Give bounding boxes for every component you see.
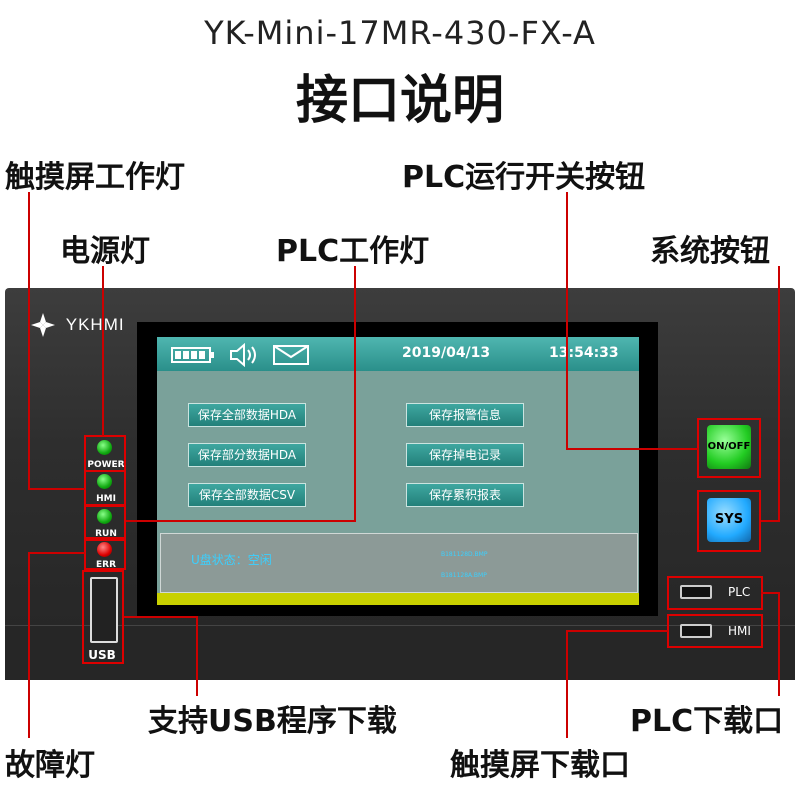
brand-logo: YKHMI bbox=[30, 312, 125, 338]
plc-port[interactable] bbox=[680, 585, 712, 599]
label-system-button: 系统按钮 bbox=[650, 234, 770, 269]
screen-bottom-bar bbox=[157, 593, 639, 605]
file-name-1: B181128D.BMP bbox=[441, 551, 488, 558]
label-fault-led: 故障灯 bbox=[5, 748, 95, 783]
page-title: 接口说明 bbox=[295, 71, 504, 131]
run-led-label: RUN bbox=[95, 529, 117, 539]
hmi-led-label: HMI bbox=[96, 494, 116, 504]
save-part-hda-button[interactable]: 保存部分数据HDA bbox=[188, 443, 306, 467]
callout-line bbox=[196, 616, 198, 696]
callout-line bbox=[102, 266, 104, 436]
file-name-2: B181128A.BMP bbox=[441, 572, 487, 579]
callout-line bbox=[28, 552, 30, 738]
sys-button[interactable]: SYS bbox=[707, 498, 751, 542]
run-led-box bbox=[84, 505, 126, 539]
err-led-box bbox=[84, 539, 126, 570]
save-all-csv-button[interactable]: 保存全部数据CSV bbox=[188, 483, 306, 507]
save-alarm-button[interactable]: 保存报警信息 bbox=[406, 403, 524, 427]
sys-box bbox=[697, 490, 761, 552]
label-power-led: 电源灯 bbox=[60, 234, 150, 269]
callout-line bbox=[124, 616, 198, 618]
label-touch-work-led: 触摸屏工作灯 bbox=[5, 160, 185, 195]
usb-label: USB bbox=[88, 648, 116, 662]
callout-line bbox=[761, 592, 780, 594]
callout-line bbox=[566, 448, 698, 450]
hmi-led-box bbox=[84, 470, 126, 506]
screen-date: 2019/04/13 bbox=[402, 345, 491, 361]
usb-box bbox=[82, 570, 124, 664]
hmi-port[interactable] bbox=[680, 624, 712, 638]
callout-line bbox=[761, 520, 780, 522]
touch-screen[interactable]: 2019/04/13 13:54:33 保存全部数据HDA 保存部分数据HDA … bbox=[157, 337, 639, 605]
callout-line bbox=[778, 266, 780, 522]
err-led bbox=[97, 542, 112, 557]
hmi-port-box bbox=[667, 614, 763, 648]
save-report-button[interactable]: 保存累积报表 bbox=[406, 483, 524, 507]
callout-line bbox=[126, 520, 356, 522]
label-touch-download-port: 触摸屏下载口 bbox=[450, 748, 630, 783]
label-plc-switch-button: PLC运行开关按钮 bbox=[402, 160, 646, 195]
save-all-hda-button[interactable]: 保存全部数据HDA bbox=[188, 403, 306, 427]
err-led-label: ERR bbox=[95, 560, 116, 570]
label-plc-download-port: PLC下载口 bbox=[630, 704, 784, 739]
callout-line bbox=[28, 488, 85, 490]
device-lower-panel bbox=[5, 625, 795, 680]
power-led-label: POWER bbox=[87, 460, 125, 470]
plc-port-box bbox=[667, 576, 763, 610]
brand-logo-icon bbox=[31, 313, 55, 337]
on-off-button[interactable]: ON/OFF bbox=[707, 425, 751, 469]
callout-line bbox=[28, 552, 85, 554]
screen-time: 13:54:33 bbox=[549, 345, 619, 361]
brand-name: YKHMI bbox=[65, 315, 125, 334]
battery-icon bbox=[171, 347, 214, 363]
status-panel bbox=[160, 533, 638, 593]
save-powerloss-button[interactable]: 保存掉电记录 bbox=[406, 443, 524, 467]
usb-port[interactable] bbox=[90, 577, 118, 643]
onoff-box bbox=[697, 418, 761, 478]
callout-line bbox=[354, 266, 356, 522]
usb-state-text: U盘状态：空闲 bbox=[191, 553, 272, 567]
model-title: YK-Mini-17MR-430-FX-A bbox=[204, 14, 596, 52]
plc-port-label: PLC bbox=[728, 585, 751, 599]
power-led-box bbox=[84, 435, 126, 472]
callout-line bbox=[778, 592, 780, 696]
hmi-led bbox=[97, 474, 112, 489]
callout-line bbox=[566, 630, 568, 738]
callout-line bbox=[28, 192, 30, 490]
mail-icon[interactable] bbox=[273, 345, 309, 365]
callout-line bbox=[566, 630, 668, 632]
power-led bbox=[97, 440, 112, 455]
label-plc-work-led: PLC工作灯 bbox=[276, 234, 430, 269]
hmi-port-label: HMI bbox=[728, 624, 751, 638]
speaker-icon[interactable] bbox=[229, 343, 261, 367]
run-led bbox=[97, 509, 112, 524]
callout-line bbox=[566, 192, 568, 450]
label-usb-download: 支持USB程序下载 bbox=[148, 704, 397, 739]
